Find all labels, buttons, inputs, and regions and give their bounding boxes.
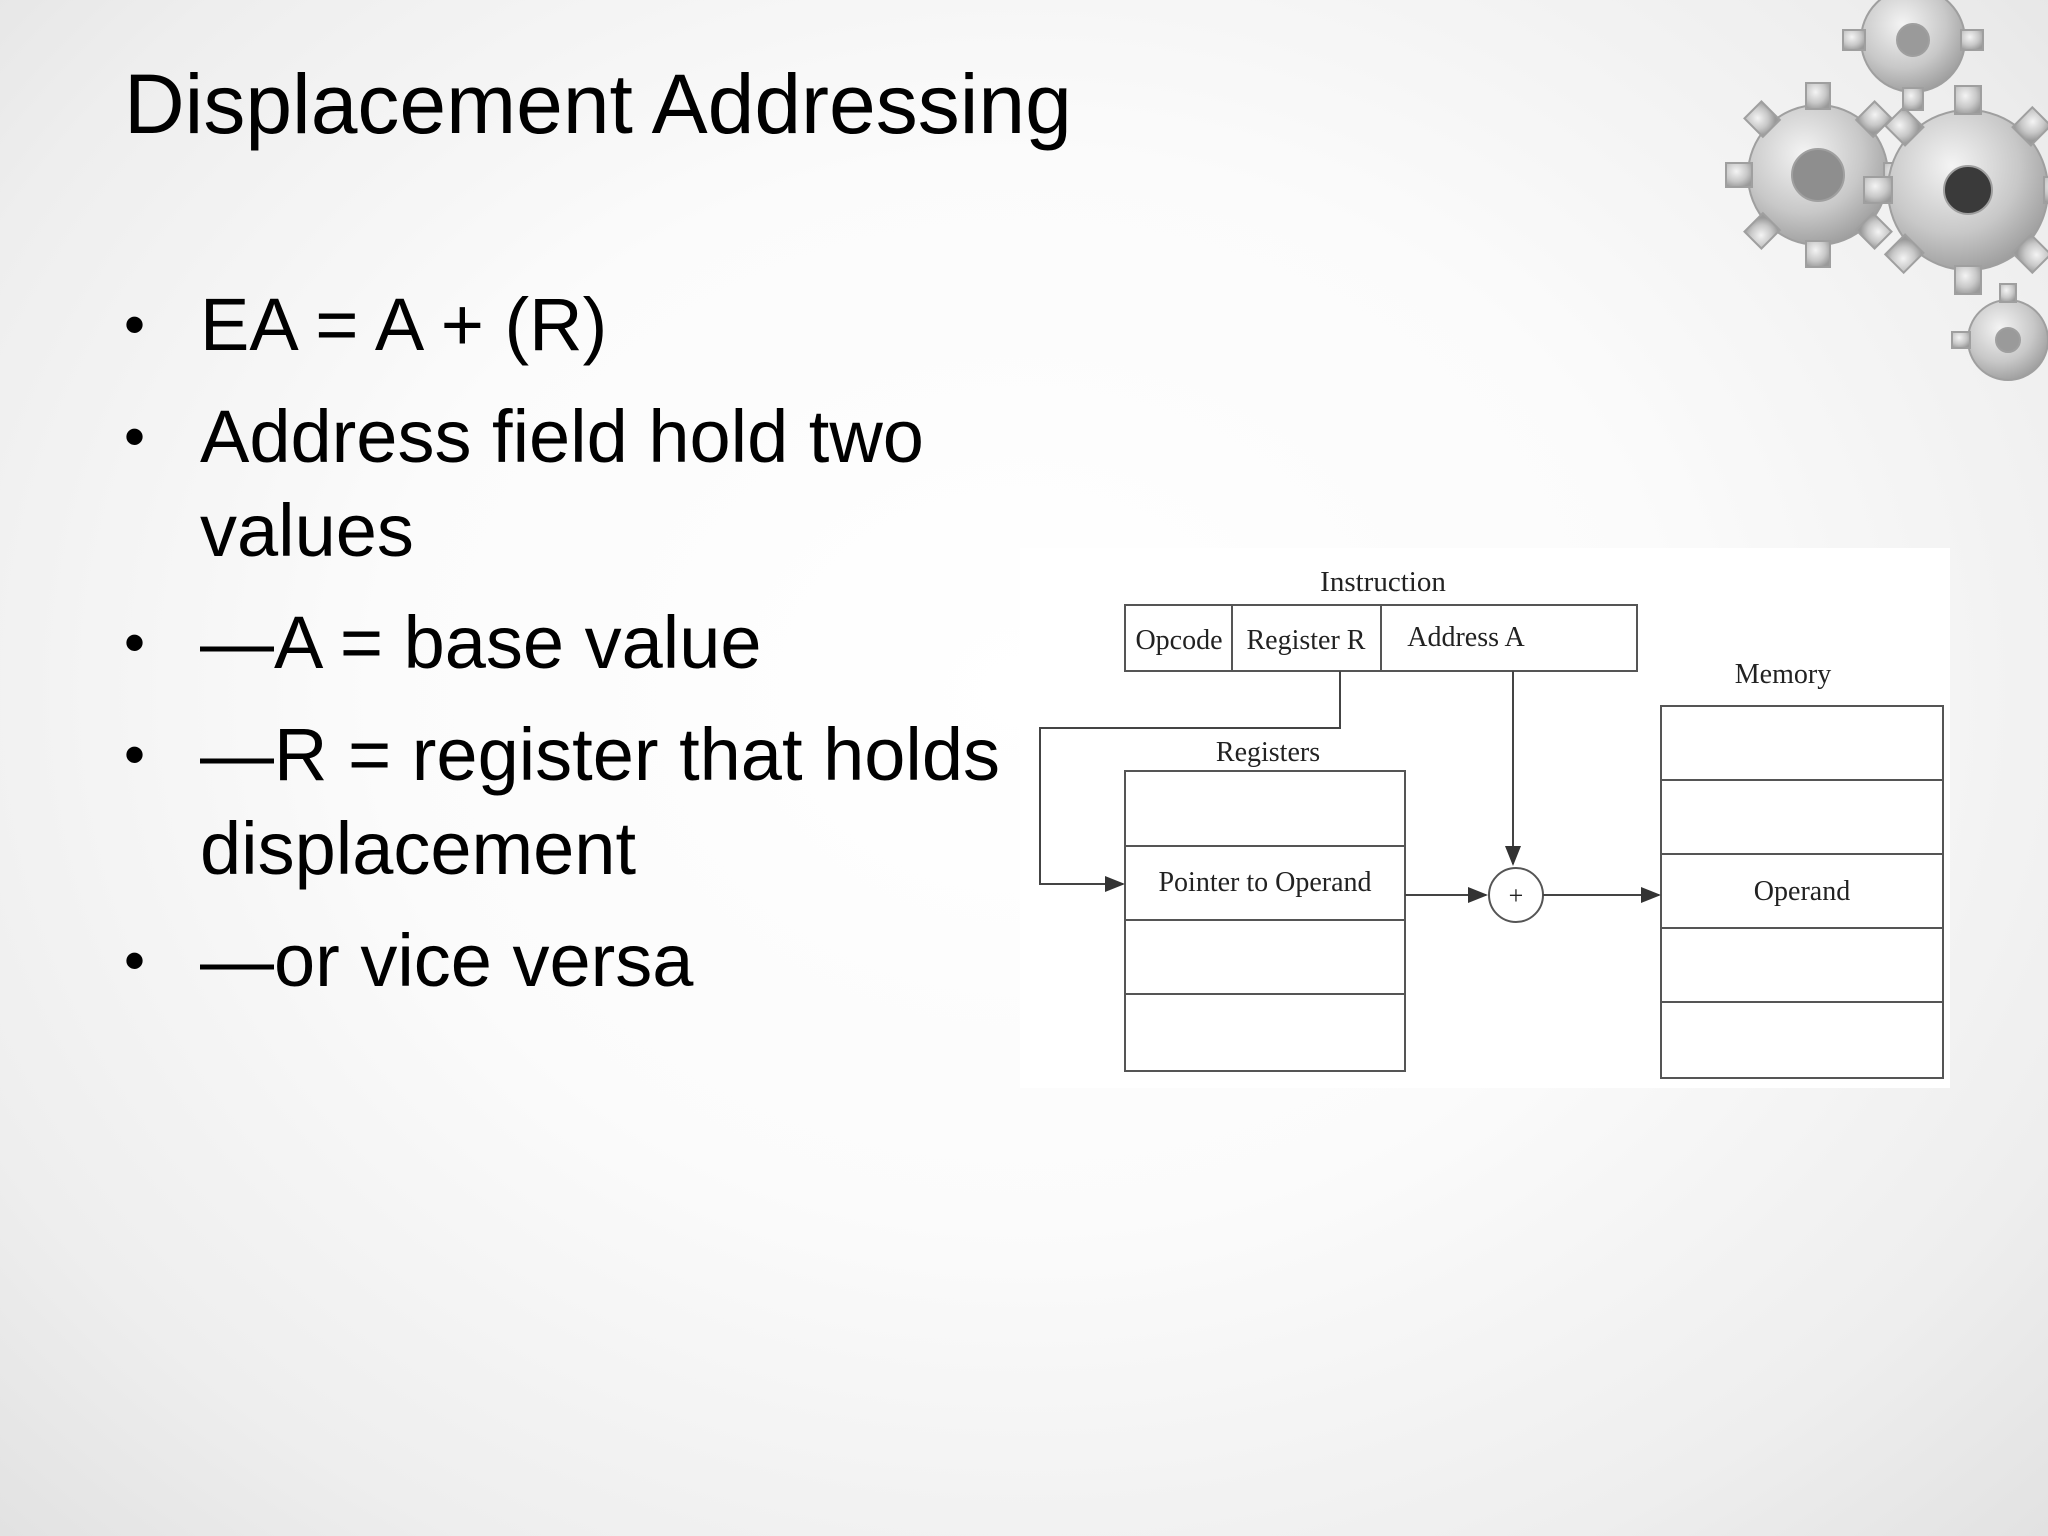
address-a-field: Address A	[1407, 622, 1525, 653]
register-r-field: Register R	[1247, 625, 1366, 656]
slide-title: Displacement Addressing	[124, 57, 1072, 151]
bullet-text: Address field hold two values	[200, 395, 924, 572]
operand-cell: Operand	[1754, 876, 1850, 907]
bullet-list: • EA = A + (R) • Address field hold two va…	[124, 278, 1044, 1026]
adder-symbol: +	[1509, 881, 1524, 910]
bullet-dot-icon: •	[124, 291, 146, 358]
bullet-item: • EA = A + (R)	[124, 278, 1044, 372]
bullet-dot-icon: •	[124, 927, 146, 994]
bullet-item: • —or vice versa	[124, 914, 1044, 1008]
displacement-diagram: Instruction Opcode Register R Address A …	[1020, 548, 1950, 1088]
bullet-text: —or vice versa	[200, 919, 694, 1002]
bullet-text: —R = register that holds displacement	[200, 713, 1000, 890]
instruction-label: Instruction	[1320, 566, 1446, 598]
opcode-field: Opcode	[1135, 625, 1222, 656]
memory-label: Memory	[1735, 659, 1831, 690]
register-arrow	[1039, 671, 1341, 892]
registers-label: Registers	[1216, 737, 1320, 768]
bullet-dot-icon: •	[124, 609, 146, 676]
bullet-text: —A = base value	[200, 601, 762, 684]
bullet-item: • Address field hold two values	[124, 390, 1044, 578]
gears-icon	[1725, 0, 2048, 381]
bullet-item: • —A = base value	[124, 596, 1044, 690]
memory-stack	[1660, 705, 1944, 1079]
bullet-text: EA = A + (R)	[200, 283, 608, 366]
bullet-dot-icon: •	[124, 403, 146, 470]
pointer-to-operand-cell: Pointer to Operand	[1158, 867, 1371, 898]
bullet-item: • —R = register that holds displacement	[124, 708, 1044, 896]
bullet-dot-icon: •	[124, 721, 146, 788]
